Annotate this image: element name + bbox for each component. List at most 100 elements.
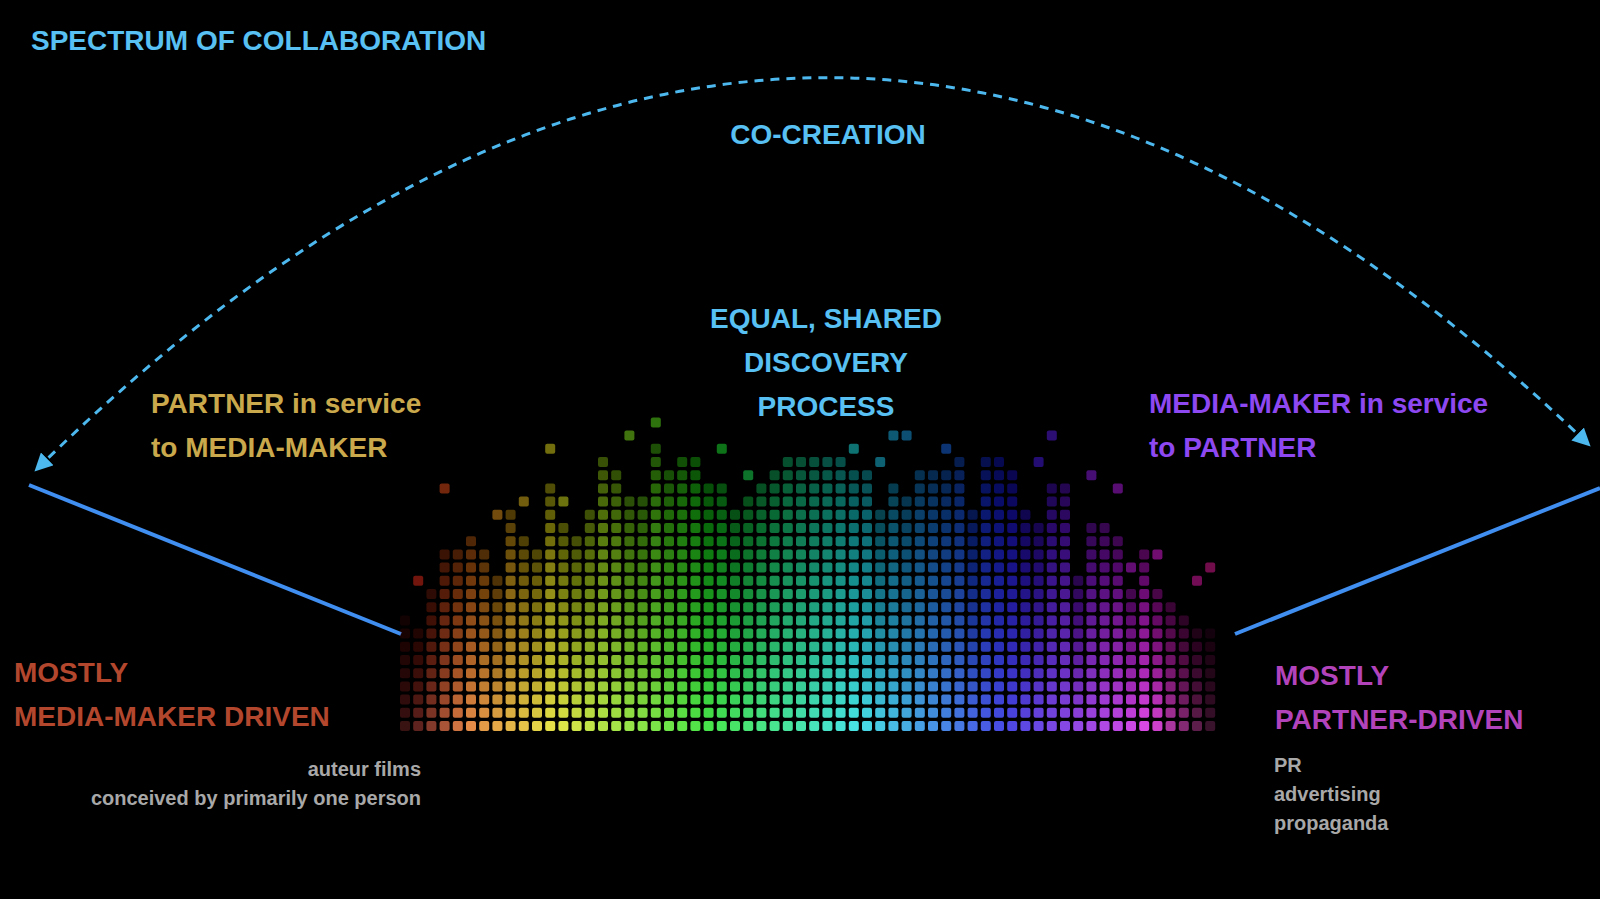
equalizer-cell — [968, 708, 978, 718]
equalizer-cell — [572, 563, 582, 573]
equalizer-cell — [796, 655, 806, 665]
equalizer-cell — [413, 708, 423, 718]
equalizer-cell — [1086, 695, 1096, 705]
equalizer-cell — [532, 668, 542, 678]
equalizer-cell — [994, 602, 1004, 612]
equalizer-cell — [532, 549, 542, 559]
equalizer-cell — [545, 523, 555, 533]
equalizer-cell — [915, 536, 925, 546]
equalizer-cell — [1007, 470, 1017, 480]
equalizer-cell — [954, 483, 964, 493]
equalizer-cell — [611, 576, 621, 586]
equalizer-cell — [664, 483, 674, 493]
equalizer-cell — [492, 629, 502, 639]
equalizer-cell — [836, 629, 846, 639]
equalizer-cell — [664, 642, 674, 652]
equalizer-cell — [902, 602, 912, 612]
equalizer-cell — [1113, 563, 1123, 573]
equalizer-cell — [677, 642, 687, 652]
equalizer-cell — [849, 444, 859, 454]
equalizer-cell — [1007, 602, 1017, 612]
equalizer-cell — [506, 523, 516, 533]
equalizer-cell — [1007, 510, 1017, 520]
equalizer-cell — [994, 655, 1004, 665]
equalizer-cell — [585, 615, 595, 625]
equalizer-cell — [717, 708, 727, 718]
equalizer-cell — [981, 668, 991, 678]
equalizer-cell — [677, 668, 687, 678]
equalizer-cell — [1086, 470, 1096, 480]
equalizer-cell — [796, 708, 806, 718]
equalizer-cell — [836, 668, 846, 678]
equalizer-cell — [888, 483, 898, 493]
equalizer-cell — [466, 536, 476, 546]
equalizer-cell — [1205, 681, 1215, 691]
equalizer-cell — [506, 536, 516, 546]
equalizer-cell — [1020, 629, 1030, 639]
equalizer-cell — [822, 602, 832, 612]
equalizer-cell — [954, 695, 964, 705]
equalizer-cell — [822, 483, 832, 493]
equalizer-cell — [492, 695, 502, 705]
equalizer-cell — [598, 536, 608, 546]
equalizer-cell — [809, 668, 819, 678]
equalizer-cell — [426, 589, 436, 599]
equalizer-cell — [1086, 655, 1096, 665]
equalizer-cell — [413, 576, 423, 586]
equalizer-cell — [558, 497, 568, 507]
equalizer-cell — [479, 708, 489, 718]
equalizer-cell — [717, 563, 727, 573]
equalizer-cell — [809, 708, 819, 718]
equalizer-cell — [954, 497, 964, 507]
equalizer-cell — [545, 708, 555, 718]
equalizer-cell — [796, 576, 806, 586]
equalizer-cell — [598, 549, 608, 559]
equalizer-cell — [915, 642, 925, 652]
equalizer-cell — [704, 629, 714, 639]
equalizer-cell — [651, 655, 661, 665]
equalizer-cell — [994, 721, 1004, 731]
equalizer-cell — [717, 655, 727, 665]
equalizer-cell — [1034, 642, 1044, 652]
equalizer-cell — [1086, 523, 1096, 533]
equalizer-cell — [994, 497, 1004, 507]
equalizer-cell — [836, 483, 846, 493]
equalizer-cell — [954, 549, 964, 559]
equalizer-cell — [822, 655, 832, 665]
equalizer-cell — [783, 681, 793, 691]
equalizer-cell — [598, 629, 608, 639]
equalizer-cell — [506, 708, 516, 718]
equalizer-cell — [506, 681, 516, 691]
equalizer-cell — [836, 523, 846, 533]
equalizer-cell — [743, 470, 753, 480]
equalizer-cell — [849, 563, 859, 573]
equalizer-cell — [862, 576, 872, 586]
equalizer-cell — [717, 576, 727, 586]
equalizer-cell — [466, 655, 476, 665]
equalizer-cell — [1152, 655, 1162, 665]
equalizer-cell — [492, 602, 502, 612]
equalizer-cell — [783, 523, 793, 533]
equalizer-cell — [994, 576, 1004, 586]
equalizer-cell — [651, 695, 661, 705]
equalizer-cell — [770, 470, 780, 480]
equalizer-cell — [651, 457, 661, 467]
equalizer-cell — [492, 615, 502, 625]
equalizer-cell — [849, 523, 859, 533]
equalizer-cell — [1060, 695, 1070, 705]
equalizer-cell — [888, 629, 898, 639]
equalizer-cell — [400, 721, 410, 731]
equalizer-cell — [928, 536, 938, 546]
equalizer-cell — [545, 497, 555, 507]
equalizer-cell — [941, 642, 951, 652]
equalizer-cell — [902, 668, 912, 678]
equalizer-cell — [717, 510, 727, 520]
equalizer-cell — [1179, 615, 1189, 625]
equalizer-cell — [1192, 668, 1202, 678]
equalizer-cell — [453, 642, 463, 652]
equalizer-cell — [545, 483, 555, 493]
equalizer-cell — [809, 549, 819, 559]
equalizer-cell — [413, 695, 423, 705]
equalizer-cell — [743, 536, 753, 546]
equalizer-cell — [770, 483, 780, 493]
